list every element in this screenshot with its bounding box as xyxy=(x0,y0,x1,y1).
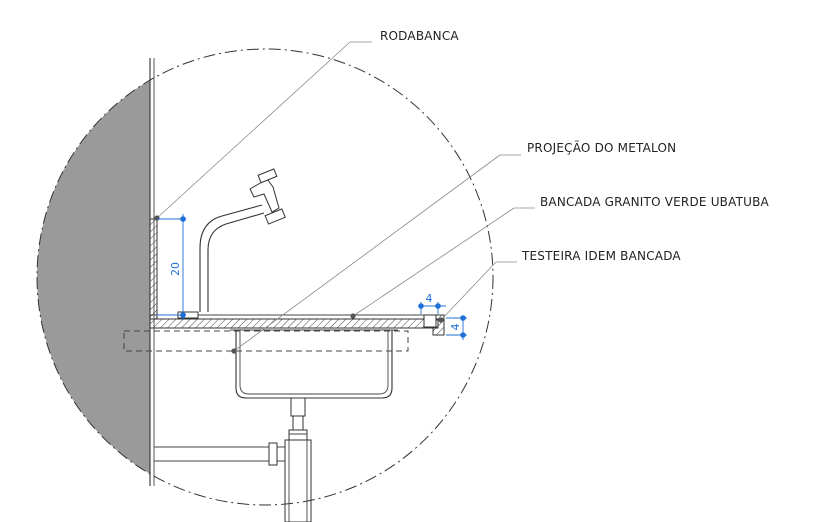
drain-pipe xyxy=(154,442,285,466)
leader-testeira xyxy=(438,261,517,323)
dim-text-testeira-width: 4 xyxy=(426,292,433,305)
label-testeira: TESTEIRA IDEM BANCADA xyxy=(521,249,681,263)
countertop-slab xyxy=(149,318,439,329)
sink-bowl-outer xyxy=(235,330,393,399)
dim-testeira-width xyxy=(418,302,446,314)
sink-drain xyxy=(284,397,312,522)
detail-circle xyxy=(36,48,494,506)
label-rodabanca: RODABANCA xyxy=(380,29,459,43)
sink-bowl-inner xyxy=(239,330,389,395)
label-bancada: BANCADA GRANITO VERDE UBATUBA xyxy=(540,195,770,209)
testeira-corner xyxy=(423,314,437,328)
dim-text-testeira-height: 4 xyxy=(449,324,462,331)
faucet xyxy=(177,168,286,319)
leader-metalon xyxy=(231,154,521,354)
metalon-projection xyxy=(123,330,409,352)
dim-text-rodabanca: 20 xyxy=(169,262,182,276)
dim-testeira-height xyxy=(446,315,467,340)
wall-fill xyxy=(37,49,150,505)
leader-bancada xyxy=(350,207,535,319)
dim-rodabanca-height xyxy=(157,214,186,320)
label-projecao-metalon: PROJEÇÃO DO METALON xyxy=(527,140,676,155)
wall-section xyxy=(37,49,150,505)
backsplash-rodabanca xyxy=(149,218,158,320)
